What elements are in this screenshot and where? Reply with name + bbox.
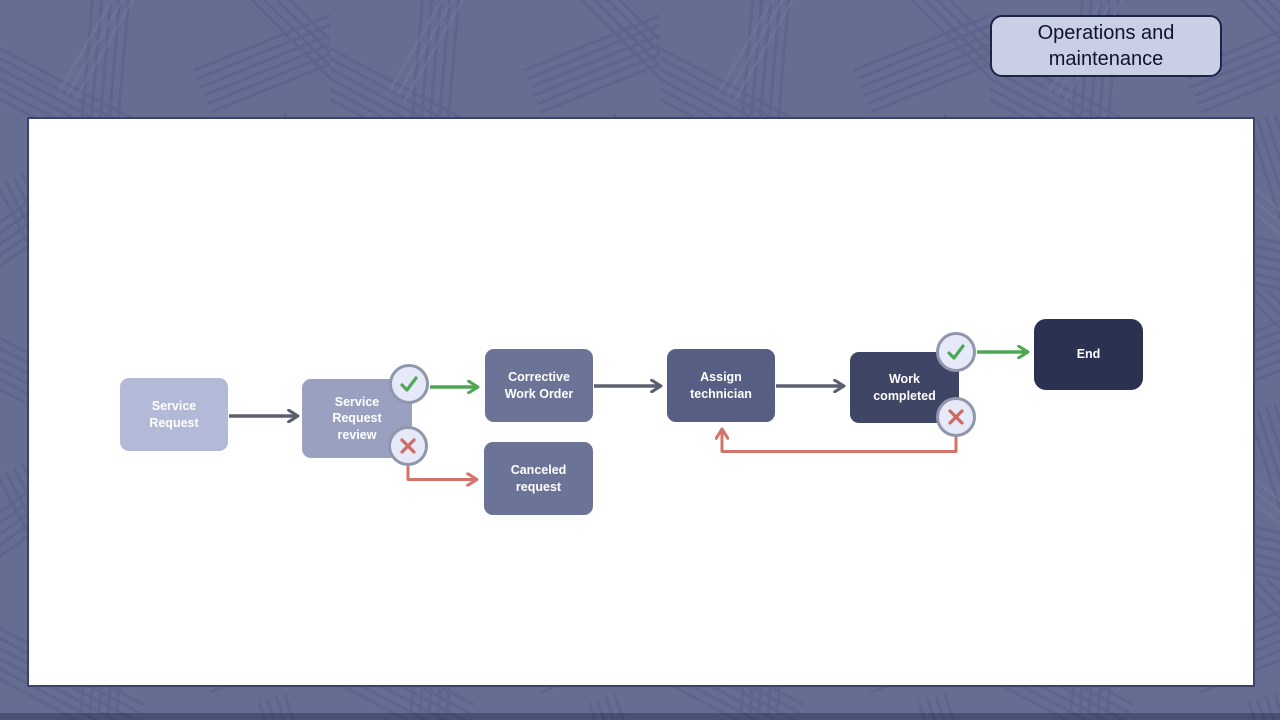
flow-node-assign-technician: Assign technician: [667, 349, 775, 422]
cross-icon: [948, 409, 964, 425]
approve-badge-work-completed: [936, 332, 976, 372]
flow-node-service-request: Service Request: [120, 378, 228, 451]
flow-node-end: End: [1034, 319, 1143, 390]
node-label-work-completed: Work completed: [873, 372, 936, 403]
bottom-shade-strip: [0, 713, 1280, 720]
reject-badge-work-completed: [936, 397, 976, 437]
slide-title: Operations and maintenance: [1037, 22, 1175, 70]
check-icon: [400, 376, 418, 392]
slide-title-box: Operations and maintenance: [990, 15, 1222, 77]
reject-badge-review: [388, 426, 428, 466]
approve-badge-review: [389, 364, 429, 404]
node-label-service-request: Service Request: [149, 399, 199, 430]
check-icon: [947, 344, 965, 360]
node-label-assign-technician: Assign technician: [690, 370, 752, 401]
cross-icon: [400, 438, 416, 454]
flow-node-corrective-work-order: Corrective Work Order: [485, 349, 593, 422]
diagram-canvas: [27, 117, 1255, 687]
node-label-canceled-request: Canceled request: [510, 463, 567, 494]
node-label-end: End: [1076, 347, 1101, 362]
node-label-service-request-review: Service Request review: [332, 395, 382, 442]
node-label-corrective-work-order: Corrective Work Order: [504, 370, 574, 401]
flow-node-canceled-request: Canceled request: [484, 442, 593, 515]
